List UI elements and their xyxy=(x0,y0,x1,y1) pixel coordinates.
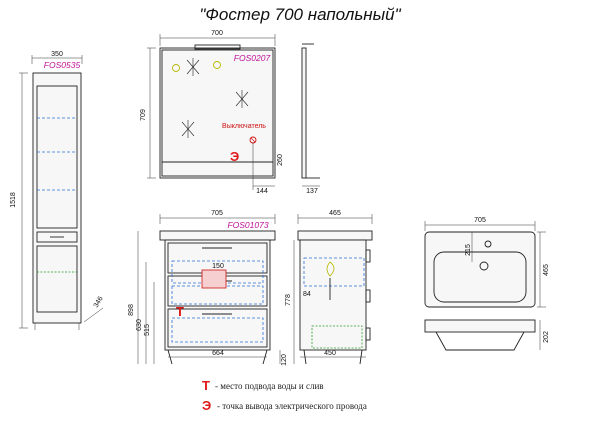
tap-offset: 215 xyxy=(465,244,472,256)
legend-text-water: - место подвода воды и слив xyxy=(215,381,324,391)
mirror-depth: 137 xyxy=(306,188,318,195)
pencil-case-height: 1518 xyxy=(10,192,17,208)
drawing-title: "Фостер 700 напольный" xyxy=(199,5,401,24)
side-offset: 84 xyxy=(303,291,311,298)
cabinet-inner-width: 664 xyxy=(212,350,224,357)
switch-label: Выключатель xyxy=(222,123,266,130)
cabinet-side-drawing: 465 450 778 84 xyxy=(285,210,373,365)
cabinet-body-height: 630 xyxy=(136,319,143,331)
sink-top-drawing: 705 215 465 xyxy=(424,217,550,308)
cabinet-width: 705 xyxy=(211,210,223,217)
switch-height: 260 xyxy=(277,154,284,166)
legend-text-electric: - точка вывода электрического провода xyxy=(217,401,367,411)
sink-width: 705 xyxy=(474,217,486,224)
pencil-case-drawing: 350 FOS0535 1518 346 xyxy=(10,51,105,330)
cabinet-front-drawing: 705 FOS01073 150 Т 664 120 898 630 515 xyxy=(128,210,288,366)
cabinet-height: 898 xyxy=(128,304,135,316)
side-depth: 465 xyxy=(329,210,341,217)
sink-side-drawing: 202 xyxy=(424,319,550,351)
electric-marker-mirror: Э xyxy=(230,149,239,164)
cabinet-mid-height: 515 xyxy=(144,324,151,336)
switch-offset: 144 xyxy=(256,188,268,195)
sink-depth: 465 xyxy=(543,264,550,276)
mirror-width: 700 xyxy=(211,30,223,37)
legend-symbol-water: Т xyxy=(202,378,210,393)
leg-height: 120 xyxy=(281,354,288,366)
pencil-case-width: 350 xyxy=(51,51,63,58)
side-base-depth: 450 xyxy=(324,350,336,357)
pencil-case-code: FOS0535 xyxy=(44,60,81,70)
pipe-height: 150 xyxy=(212,263,224,270)
side-height: 778 xyxy=(285,294,292,306)
legend: Т - место подвода воды и слив Э - точка … xyxy=(202,378,367,413)
legend-symbol-electric: Э xyxy=(202,398,211,413)
sink-height: 202 xyxy=(543,331,550,343)
pencil-case-depth: 346 xyxy=(93,295,105,309)
mirror-height: 709 xyxy=(140,109,147,121)
water-marker-cabinet: Т xyxy=(176,304,184,319)
mirror-drawing: 700 FOS0207 Выключатель Э 260 144 709 13… xyxy=(140,30,320,195)
mirror-code: FOS0207 xyxy=(234,53,271,63)
cabinet-code: FOS01073 xyxy=(227,220,268,230)
